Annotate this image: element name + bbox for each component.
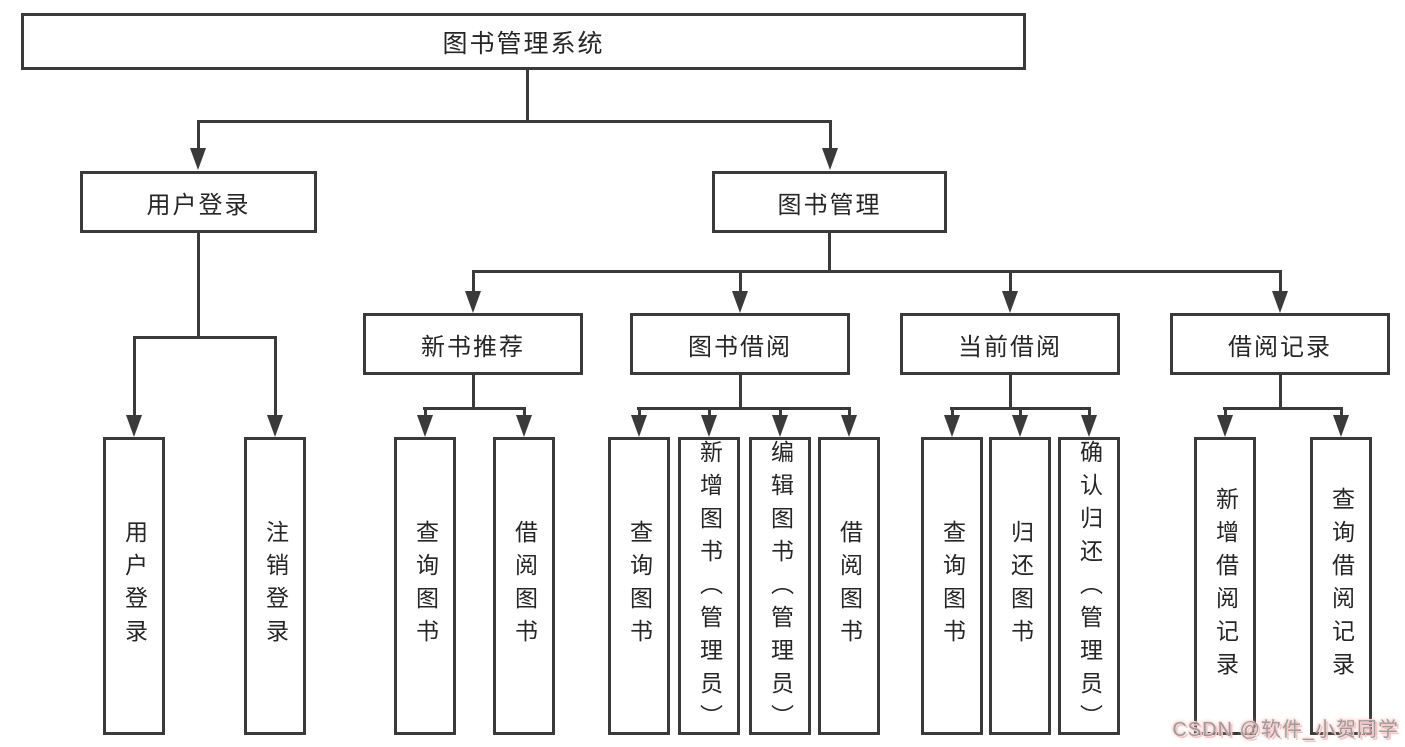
arrowhead-book-mgmt (822, 148, 838, 170)
node-book-borrow-label: 图书借阅 (688, 333, 792, 361)
node-new-book: 新书推荐 (363, 313, 583, 375)
arrowhead-current-borrow (1002, 291, 1018, 313)
leaf-nb-query-books: 查询图书 (394, 437, 456, 735)
connector-stem-cb-return (1019, 407, 1022, 415)
leaf-bb-edit-books-admin-label: 编辑图书（管理员） (767, 440, 794, 737)
leaf-nb-query-books-label: 查询图书 (412, 520, 439, 652)
leaf-logout: 注销登录 (244, 437, 306, 735)
connector-stem-cb-query (951, 407, 954, 415)
arrowhead-borrow-records (1272, 291, 1288, 313)
connector-stem-nb-borrow (523, 407, 526, 415)
arrowhead-cb-confirm (1081, 415, 1097, 437)
arrowhead-rec-add (1217, 415, 1233, 437)
connector-stem-rec-query (1340, 407, 1343, 415)
connector-bookmgmt-drop (828, 233, 831, 273)
connector-stem-cb-confirm (1088, 407, 1091, 415)
arrowhead-rec-query (1333, 415, 1349, 437)
arrowhead-cb-query (944, 415, 960, 437)
leaf-bb-edit-books-admin: 编辑图书（管理员） (749, 437, 811, 737)
connector-stem-nb-query (424, 407, 427, 415)
leaf-cb-confirm-return-admin-label: 确认归还（管理员） (1076, 440, 1103, 737)
connector-stem-bb-add (708, 407, 711, 415)
leaf-bb-borrow-books: 借阅图书 (818, 437, 880, 735)
leaf-bb-query-books-label: 查询图书 (626, 520, 653, 652)
node-book-mgmt: 图书管理 (712, 171, 947, 233)
connector-stem-leaf-logout (274, 336, 277, 415)
connector-stem-new-book (472, 270, 475, 291)
connector-stem-book-mgmt (829, 120, 832, 148)
leaf-user-login: 用户登录 (103, 437, 165, 735)
connector-stem-book-borrow (739, 270, 742, 291)
arrowhead-book-borrow (732, 291, 748, 313)
leaf-cb-confirm-return-admin: 确认归还（管理员） (1058, 437, 1120, 737)
connector-newbook-drop (472, 375, 475, 410)
connector-stem-bb-edit (779, 407, 782, 415)
node-root: 图书管理系统 (21, 13, 1026, 70)
connector-records-hline (1223, 407, 1342, 410)
arrowhead-nb-query (417, 415, 433, 437)
arrowhead-user-login (190, 148, 206, 170)
connector-userlogin-drop (197, 233, 200, 339)
node-new-book-label: 新书推荐 (421, 333, 525, 361)
connector-userlogin-hline (133, 336, 277, 339)
node-book-borrow: 图书借阅 (630, 313, 850, 375)
leaf-bb-query-books: 查询图书 (608, 437, 670, 735)
leaf-rec-add-record: 新增借阅记录 (1194, 437, 1256, 735)
node-borrow-records-label: 借阅记录 (1228, 333, 1332, 361)
node-book-mgmt-label: 图书管理 (777, 191, 882, 219)
arrowhead-cb-return (1012, 415, 1028, 437)
connector-borrow-hline (637, 407, 850, 410)
leaf-logout-label: 注销登录 (262, 520, 289, 652)
connector-bookmgmt-hline (472, 270, 1282, 273)
leaf-bb-add-books-admin: 新增图书（管理员） (678, 437, 740, 737)
connector-stem-bb-borrow (848, 407, 851, 415)
leaf-cb-query-books-label: 查询图书 (939, 520, 966, 652)
connector-root-drop (526, 70, 529, 123)
connector-stem-current-borrow (1009, 270, 1012, 291)
leaf-rec-add-record-label: 新增借阅记录 (1212, 487, 1239, 685)
leaf-cb-return-books-label: 归还图书 (1007, 520, 1034, 652)
node-current-borrow-label: 当前借阅 (958, 333, 1062, 361)
leaf-rec-query-record-label: 查询借阅记录 (1328, 487, 1355, 685)
arrowhead-new-book (465, 291, 481, 313)
node-root-label: 图书管理系统 (442, 29, 605, 58)
leaf-cb-query-books: 查询图书 (921, 437, 983, 735)
leaf-nb-borrow-books-label: 借阅图书 (511, 520, 538, 652)
leaf-rec-query-record: 查询借阅记录 (1310, 437, 1372, 735)
connector-records-drop (1279, 375, 1282, 410)
arrowhead-nb-borrow (516, 415, 532, 437)
arrowhead-bb-borrow (841, 415, 857, 437)
arrowhead-bb-edit (772, 415, 788, 437)
node-current-borrow: 当前借阅 (900, 313, 1120, 375)
node-user-login: 用户登录 (80, 171, 317, 233)
leaf-user-login-label: 用户登录 (121, 520, 148, 652)
arrowhead-leaf-logout (267, 415, 283, 437)
connector-borrow-drop (739, 375, 742, 410)
node-user-login-label: 用户登录 (146, 191, 251, 219)
connector-stem-user-login (197, 120, 200, 148)
connector-newbook-hline (423, 407, 525, 410)
arrowhead-bb-add (701, 415, 717, 437)
leaf-nb-borrow-books: 借阅图书 (493, 437, 555, 735)
connector-stem-borrow-records (1279, 270, 1282, 291)
csdn-watermark: CSDN @软件_小贺同学 (1172, 719, 1399, 741)
node-borrow-records: 借阅记录 (1170, 313, 1390, 375)
connector-current-drop (1009, 375, 1012, 410)
leaf-bb-add-books-admin-label: 新增图书（管理员） (696, 440, 723, 737)
arrowhead-leaf-login (126, 415, 142, 437)
connector-stem-leaf-login (133, 336, 136, 415)
connector-stem-rec-add (1224, 407, 1227, 415)
leaf-bb-borrow-books-label: 借阅图书 (836, 520, 863, 652)
arrowhead-bb-query (631, 415, 647, 437)
connector-root-hline (197, 120, 832, 123)
connector-stem-bb-query (638, 407, 641, 415)
leaf-cb-return-books: 归还图书 (989, 437, 1051, 735)
